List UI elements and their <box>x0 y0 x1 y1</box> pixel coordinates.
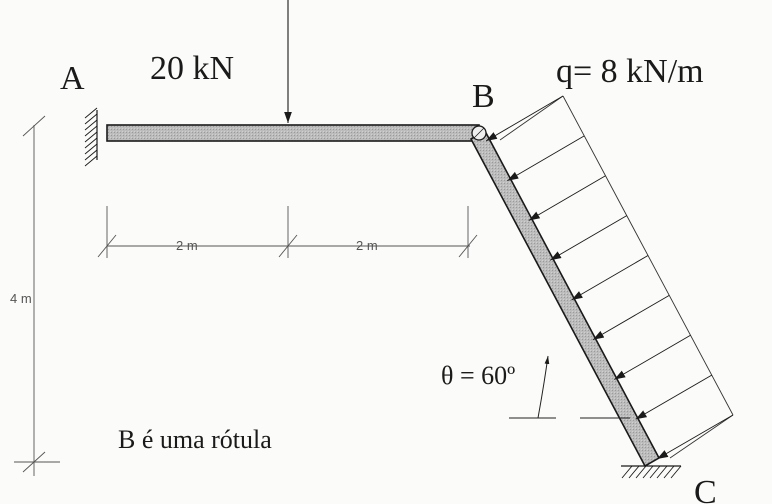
load-arrow-4 <box>549 215 627 261</box>
label-angle: θ = 60º <box>441 361 515 390</box>
label-span-right: 2 m <box>356 238 378 253</box>
label-distributed-load: q= 8 kN/m <box>556 53 704 90</box>
load-arrow-7 <box>614 334 691 380</box>
label-point-b: B <box>472 78 495 115</box>
angle-marker <box>509 355 630 419</box>
beam-ab <box>106 124 480 142</box>
dimension-horizontal <box>97 206 478 258</box>
support-a-icon <box>84 107 98 167</box>
member-bc <box>469 129 661 468</box>
distributed-load-icon <box>485 95 734 460</box>
load-arrow-6 <box>592 294 670 341</box>
load-arrow-1 <box>485 95 564 142</box>
label-point-c: C <box>694 474 717 504</box>
dimension-vertical <box>14 115 60 476</box>
label-note: B é uma rótula <box>118 425 272 454</box>
load-arrow-3 <box>528 175 606 221</box>
label-point-load: 20 kN <box>150 50 234 87</box>
label-height: 4 m <box>10 291 32 306</box>
label-point-a: A <box>60 60 85 97</box>
label-span-left: 2 m <box>176 238 198 253</box>
load-arrow-5 <box>571 255 649 301</box>
support-c-icon <box>621 465 682 479</box>
load-arrow-9 <box>656 414 734 460</box>
load-arrow-8 <box>635 374 712 420</box>
load-arrow-2 <box>507 135 585 182</box>
